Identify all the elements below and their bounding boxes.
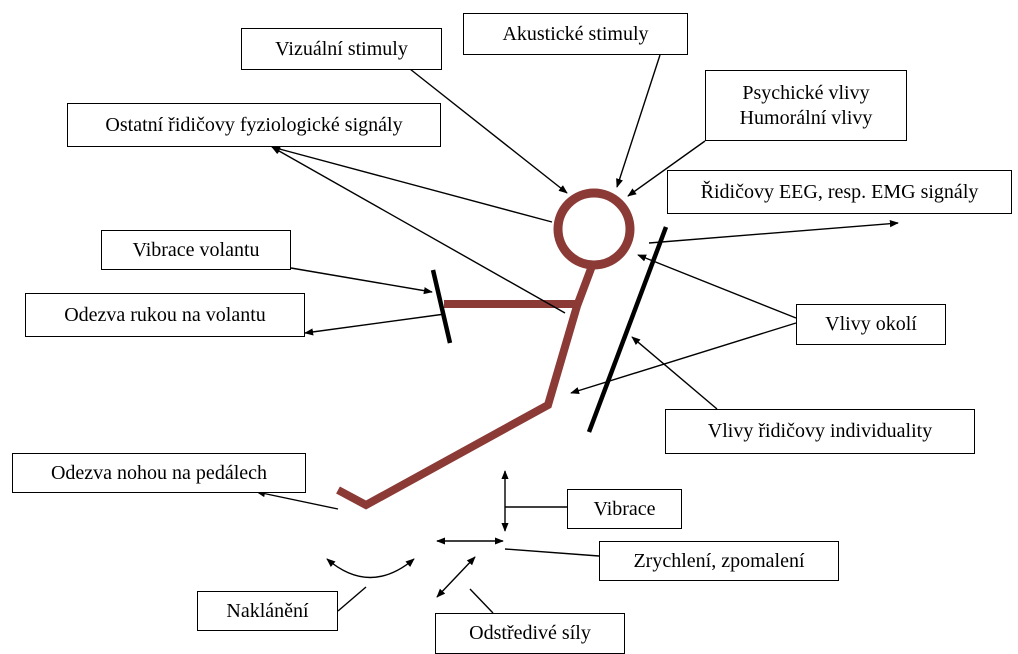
label-other-signals: Ostatní řidičovy fyziologické signály bbox=[67, 103, 441, 147]
arrow-other-to-body bbox=[271, 146, 566, 314]
arrow-visual bbox=[409, 68, 568, 194]
arrow-psychic bbox=[627, 140, 706, 197]
arrow-foot-response bbox=[256, 490, 339, 510]
label-acoustic-stimuli: Akustické stimuly bbox=[463, 13, 688, 55]
label-environment: Vlivy okolí bbox=[796, 304, 946, 345]
connector-tilting bbox=[337, 586, 367, 612]
label-tilting: Naklánění bbox=[197, 591, 338, 631]
arrow-environment-body bbox=[570, 322, 797, 395]
label-hand-response: Odezva rukou na volantu bbox=[25, 293, 305, 337]
arrow-acoustic bbox=[616, 54, 661, 188]
arrow-eeg bbox=[648, 220, 899, 244]
arrow-wheel-vibration bbox=[290, 267, 433, 295]
label-humoral: Humorální vlivy bbox=[739, 106, 873, 129]
label-psychic-humoral: Psychické vlivy Humorální vlivy bbox=[705, 70, 907, 141]
label-acceleration: Zrychlení, zpomalení bbox=[599, 541, 839, 581]
label-eeg-emg: Řidičovy EEG, resp. EMG signály bbox=[667, 170, 1012, 214]
steering-wheel bbox=[430, 269, 453, 344]
label-individuality: Vlivy řidičovy individuality bbox=[665, 409, 975, 454]
driver-head bbox=[553, 188, 635, 270]
label-psychic: Psychické vlivy bbox=[742, 81, 870, 104]
arrow-centrifugal-diagonal bbox=[436, 556, 476, 598]
arrow-hand-response bbox=[304, 313, 446, 336]
arrow-tilting-arc bbox=[326, 558, 415, 579]
arrow-environment-head bbox=[637, 254, 797, 319]
seat-line bbox=[586, 226, 669, 433]
connector-acceleration bbox=[504, 548, 600, 557]
arrows bbox=[256, 54, 899, 614]
label-wheel-vibration: Vibrace volantu bbox=[101, 230, 291, 270]
arrow-individuality bbox=[631, 336, 718, 410]
label-centrifugal: Odstředivé síly bbox=[435, 613, 625, 654]
label-visual-stimuli: Vizuální stimuly bbox=[241, 28, 442, 70]
connector-centrifugal bbox=[469, 588, 494, 614]
label-vibration: Vibrace bbox=[567, 489, 682, 529]
driver-figure bbox=[336, 188, 635, 510]
arrow-other-to-head bbox=[271, 145, 553, 223]
label-foot-response: Odezva nohou na pedálech bbox=[12, 453, 306, 493]
driver-body bbox=[336, 264, 596, 510]
